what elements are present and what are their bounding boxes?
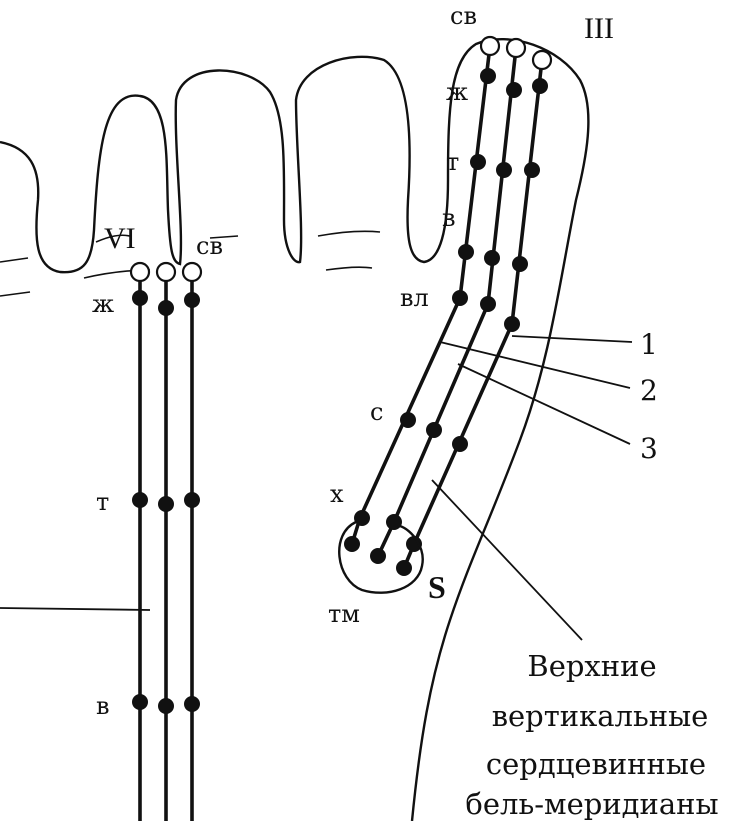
point — [386, 514, 402, 530]
crease-line — [95, 234, 131, 243]
point — [496, 162, 512, 178]
point — [470, 154, 486, 170]
point — [512, 256, 528, 272]
point — [532, 78, 548, 94]
caption-line-4: бель-меридианы — [465, 787, 718, 821]
crease-line — [317, 230, 381, 237]
meridian-number-1: 1 — [640, 328, 658, 361]
label-t-left: т — [96, 488, 109, 516]
point — [158, 698, 174, 714]
meridian-number-3: 3 — [640, 432, 658, 465]
point — [426, 422, 442, 438]
zone-label-s: S — [428, 569, 446, 605]
caption-leader-line — [431, 479, 583, 641]
point — [506, 82, 522, 98]
label-v-right: в — [442, 204, 456, 232]
point — [484, 250, 500, 266]
finger-vi-meridians — [129, 261, 203, 821]
crease-line — [0, 291, 31, 297]
caption-line-3: сердцевинные — [486, 747, 706, 781]
leader-line-3 — [457, 363, 631, 445]
point — [132, 694, 148, 710]
point — [158, 300, 174, 316]
open-point — [479, 35, 501, 57]
crease-line — [325, 266, 373, 271]
label-t-right: т — [446, 148, 459, 176]
caption-line-1: Верхние — [527, 649, 656, 683]
leader-line-2 — [439, 341, 631, 389]
caption-line-2: вертикальные — [492, 699, 709, 733]
label-kh: х — [330, 480, 344, 508]
point — [452, 436, 468, 452]
open-point — [181, 261, 203, 283]
label-sv-right: св — [450, 2, 477, 30]
point — [184, 492, 200, 508]
point — [480, 68, 496, 84]
crease-line — [209, 235, 239, 239]
meridian-line — [402, 59, 544, 569]
point — [504, 316, 520, 332]
point — [524, 162, 540, 178]
finger-numeral-vi: VI — [104, 222, 136, 255]
point — [452, 290, 468, 306]
pointer-line — [0, 607, 151, 611]
open-point — [531, 49, 553, 71]
hand-outline — [0, 38, 590, 821]
point — [406, 536, 422, 552]
leader-line-1 — [511, 335, 633, 343]
meridian-line — [350, 45, 492, 545]
label-s: с — [370, 398, 383, 426]
point — [132, 492, 148, 508]
label-zh-left: ж — [92, 290, 114, 318]
label-zh-right: ж — [446, 78, 468, 106]
finger-iii-meridians — [344, 35, 553, 576]
open-point — [505, 37, 527, 59]
label-v-left: в — [96, 692, 110, 720]
label-sv-left: св — [196, 232, 223, 260]
point — [480, 296, 496, 312]
point — [370, 548, 386, 564]
point — [458, 244, 474, 260]
point — [184, 292, 200, 308]
label-vl: вл — [400, 284, 429, 312]
meridian-number-2: 2 — [640, 374, 658, 407]
point — [132, 290, 148, 306]
finger-numeral-iii: III — [584, 12, 614, 45]
point — [184, 696, 200, 712]
point — [344, 536, 360, 552]
open-point — [129, 261, 151, 283]
label-tm: тм — [328, 600, 360, 628]
terminal-loop — [338, 520, 424, 594]
point — [396, 560, 412, 576]
point — [400, 412, 416, 428]
crease-line — [0, 257, 29, 263]
open-point — [155, 261, 177, 283]
point — [158, 496, 174, 512]
point — [354, 510, 370, 526]
